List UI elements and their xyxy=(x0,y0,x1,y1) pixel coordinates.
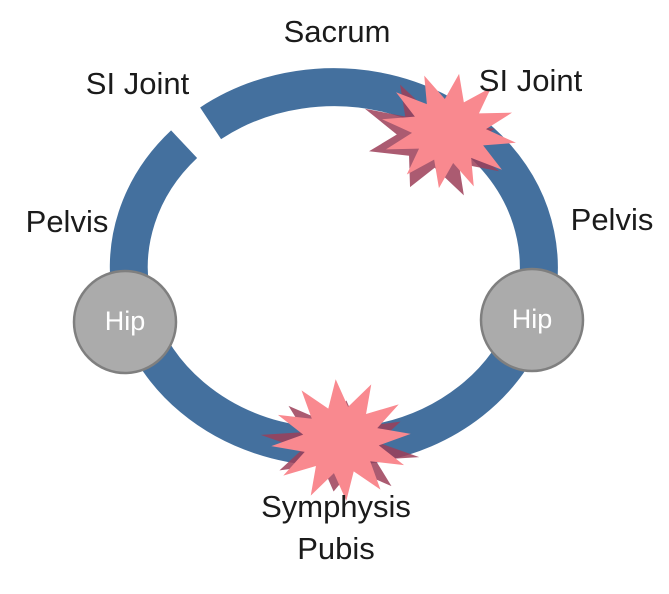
label-symphysis-line1: Symphysis xyxy=(261,489,411,524)
hip-circle-left xyxy=(72,269,178,375)
label-si-joint-right: SI Joint xyxy=(478,63,583,98)
hip-circle-right xyxy=(479,267,585,373)
label-pelvis-left: Pelvis xyxy=(25,204,109,239)
label-symphysis-pubis: Symphysis Pubis xyxy=(236,486,436,570)
label-sacrum: Sacrum xyxy=(283,14,391,49)
label-si-joint-left: SI Joint xyxy=(85,66,190,101)
label-hip-right: Hip xyxy=(511,304,553,334)
label-hip-left: Hip xyxy=(104,306,146,336)
label-symphysis-line2: Pubis xyxy=(297,531,375,566)
label-pelvis-right: Pelvis xyxy=(570,202,654,237)
